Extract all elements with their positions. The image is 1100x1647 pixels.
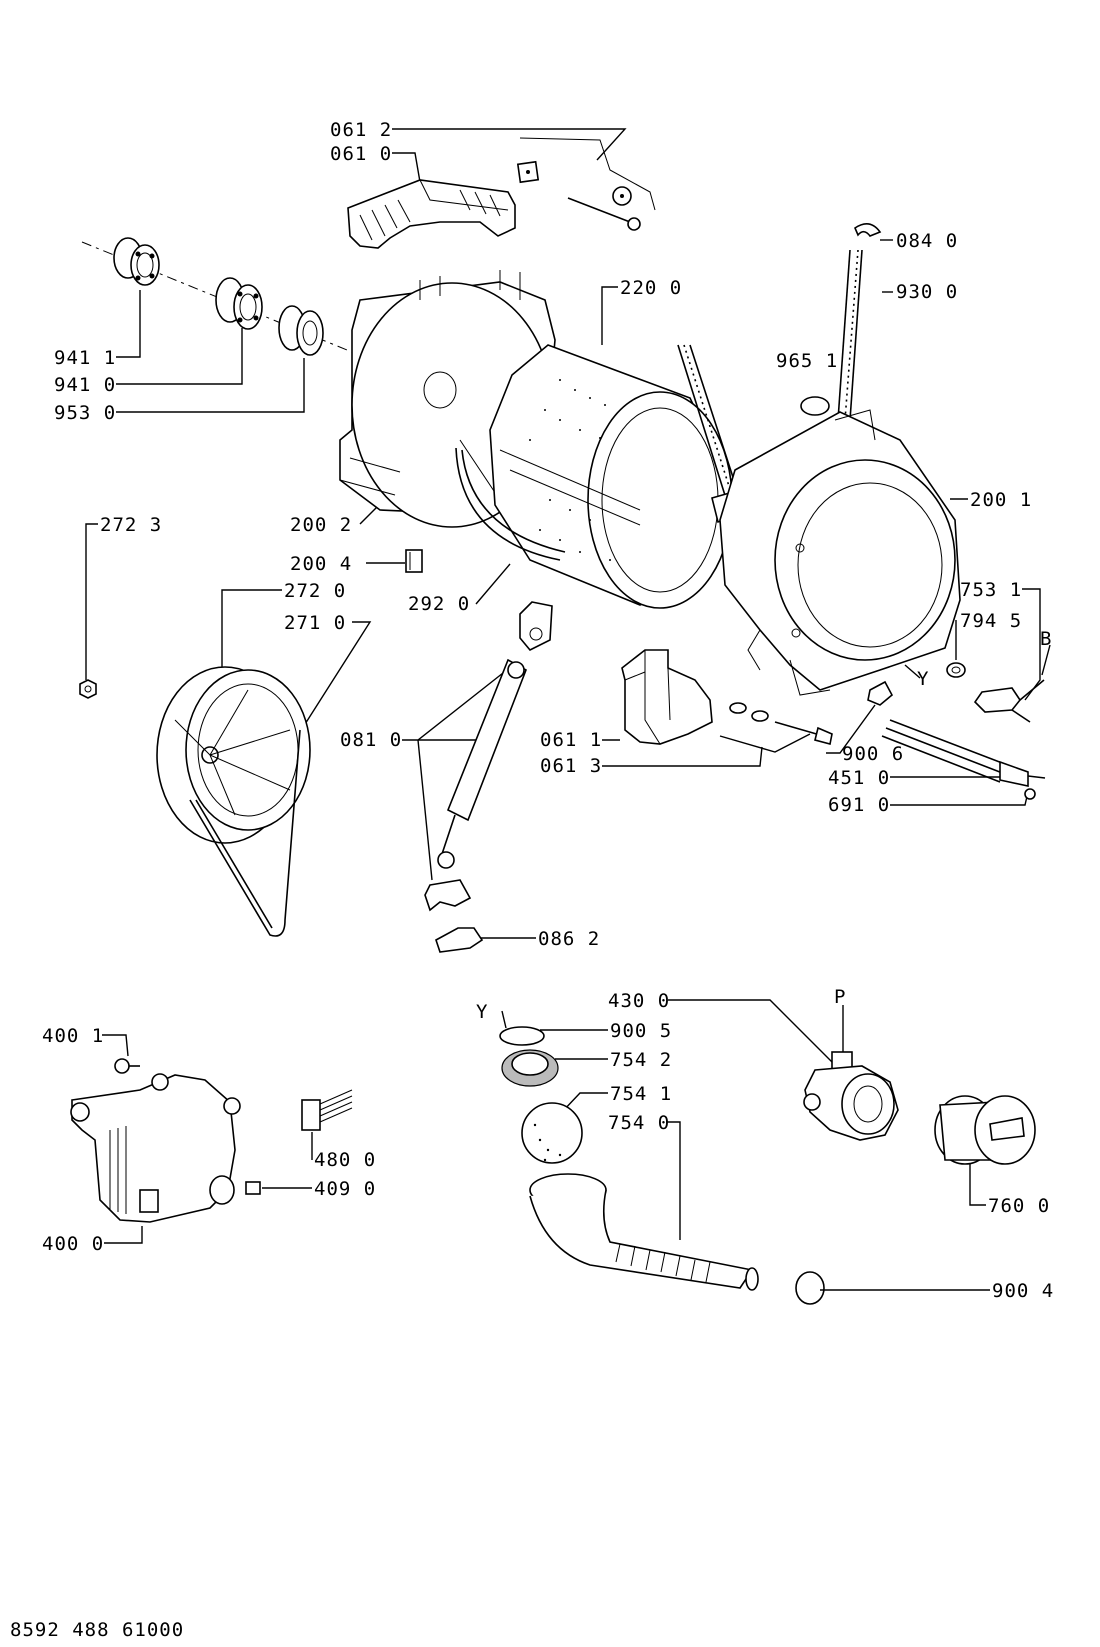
label-753-1: 753 1 bbox=[960, 579, 1022, 601]
bearings bbox=[81, 237, 353, 356]
label-400-1: 400 1 bbox=[42, 1025, 104, 1047]
sump-hose bbox=[529, 1173, 759, 1291]
cap-965-1 bbox=[800, 396, 830, 416]
motor-connector-480 bbox=[301, 1089, 353, 1131]
counterweight-bolts bbox=[729, 702, 833, 745]
clip-200-4 bbox=[405, 549, 423, 573]
label-Y-ring: Y bbox=[476, 1001, 488, 1023]
filter-seal bbox=[501, 1049, 559, 1087]
clamp-ring-900-5 bbox=[499, 1026, 545, 1046]
label-P: P bbox=[834, 986, 846, 1008]
counterweight-front bbox=[621, 649, 713, 745]
label-061-1: 061 1 bbox=[540, 729, 602, 751]
label-480-0: 480 0 bbox=[314, 1149, 376, 1171]
bearing-953-0 bbox=[278, 305, 324, 356]
hose-clamp-900-4 bbox=[795, 1271, 825, 1305]
tub-gasket bbox=[455, 447, 566, 561]
label-900-6: 900 6 bbox=[842, 743, 904, 765]
temperature-sensor bbox=[973, 679, 1045, 723]
bearing-941-1 bbox=[113, 237, 160, 286]
drive-belt-inner bbox=[195, 799, 273, 929]
front-tub-half bbox=[719, 409, 961, 696]
label-220-0: 220 0 bbox=[620, 277, 682, 299]
drum bbox=[489, 344, 733, 609]
ball-valve bbox=[521, 1102, 583, 1164]
label-430-0: 430 0 bbox=[608, 990, 670, 1012]
label-760-0: 760 0 bbox=[988, 1195, 1050, 1217]
counterweight-hardware bbox=[516, 160, 641, 231]
label-451-0: 451 0 bbox=[828, 767, 890, 789]
label-754-1: 754 1 bbox=[610, 1083, 672, 1105]
label-941-0: 941 0 bbox=[54, 374, 116, 396]
bearing-941-0 bbox=[215, 277, 263, 330]
motor-connector-409 bbox=[245, 1181, 261, 1195]
pulley-nut bbox=[79, 679, 97, 699]
drain-pump bbox=[803, 1051, 899, 1141]
motor bbox=[70, 1073, 241, 1223]
clamp-900-6 bbox=[867, 680, 894, 706]
label-200-1: 200 1 bbox=[970, 489, 1032, 511]
label-941-1: 941 1 bbox=[54, 347, 116, 369]
heating-element bbox=[881, 719, 1046, 787]
label-Y-tub: Y bbox=[917, 668, 929, 690]
label-930-0: 930 0 bbox=[896, 281, 958, 303]
pump-filter bbox=[934, 1095, 1036, 1165]
label-061-2: 061 2 bbox=[330, 119, 392, 141]
counterweight-top bbox=[347, 179, 516, 249]
label-691-0: 691 0 bbox=[828, 794, 890, 816]
label-B: B bbox=[1040, 628, 1052, 650]
label-754-2: 754 2 bbox=[610, 1049, 672, 1071]
label-086-2: 086 2 bbox=[538, 928, 600, 950]
label-061-0: 061 0 bbox=[330, 143, 392, 165]
label-794-5: 794 5 bbox=[960, 610, 1022, 632]
label-400-0: 400 0 bbox=[42, 1233, 104, 1255]
label-084-0: 084 0 bbox=[896, 230, 958, 252]
label-200-4: 200 4 bbox=[290, 553, 352, 575]
label-953-0: 953 0 bbox=[54, 402, 116, 424]
label-900-4: 900 4 bbox=[992, 1280, 1054, 1302]
bushing-794-5 bbox=[946, 662, 966, 678]
label-081-0: 081 0 bbox=[340, 729, 402, 751]
drum-pulley bbox=[156, 666, 311, 844]
drive-belt bbox=[189, 729, 301, 937]
label-272-3: 272 3 bbox=[100, 514, 162, 536]
label-900-5: 900 5 bbox=[610, 1020, 672, 1042]
label-754-0: 754 0 bbox=[608, 1112, 670, 1134]
label-200-2: 200 2 bbox=[290, 514, 352, 536]
label-061-3: 061 3 bbox=[540, 755, 602, 777]
label-292-0: 292 0 bbox=[408, 593, 470, 615]
document-code: 8592 488 61000 bbox=[10, 1619, 184, 1641]
label-965-1: 965 1 bbox=[776, 350, 838, 372]
label-271-0: 271 0 bbox=[284, 612, 346, 634]
part-labels: 061 2 061 0 084 0 930 0 220 0 965 1 941 … bbox=[42, 119, 1054, 1302]
shock-clip bbox=[435, 927, 484, 953]
shock-absorber bbox=[424, 601, 553, 912]
heater-nut bbox=[1024, 788, 1036, 800]
label-272-0: 272 0 bbox=[284, 580, 346, 602]
label-409-0: 409 0 bbox=[314, 1178, 376, 1200]
motor-screw bbox=[114, 1058, 140, 1074]
